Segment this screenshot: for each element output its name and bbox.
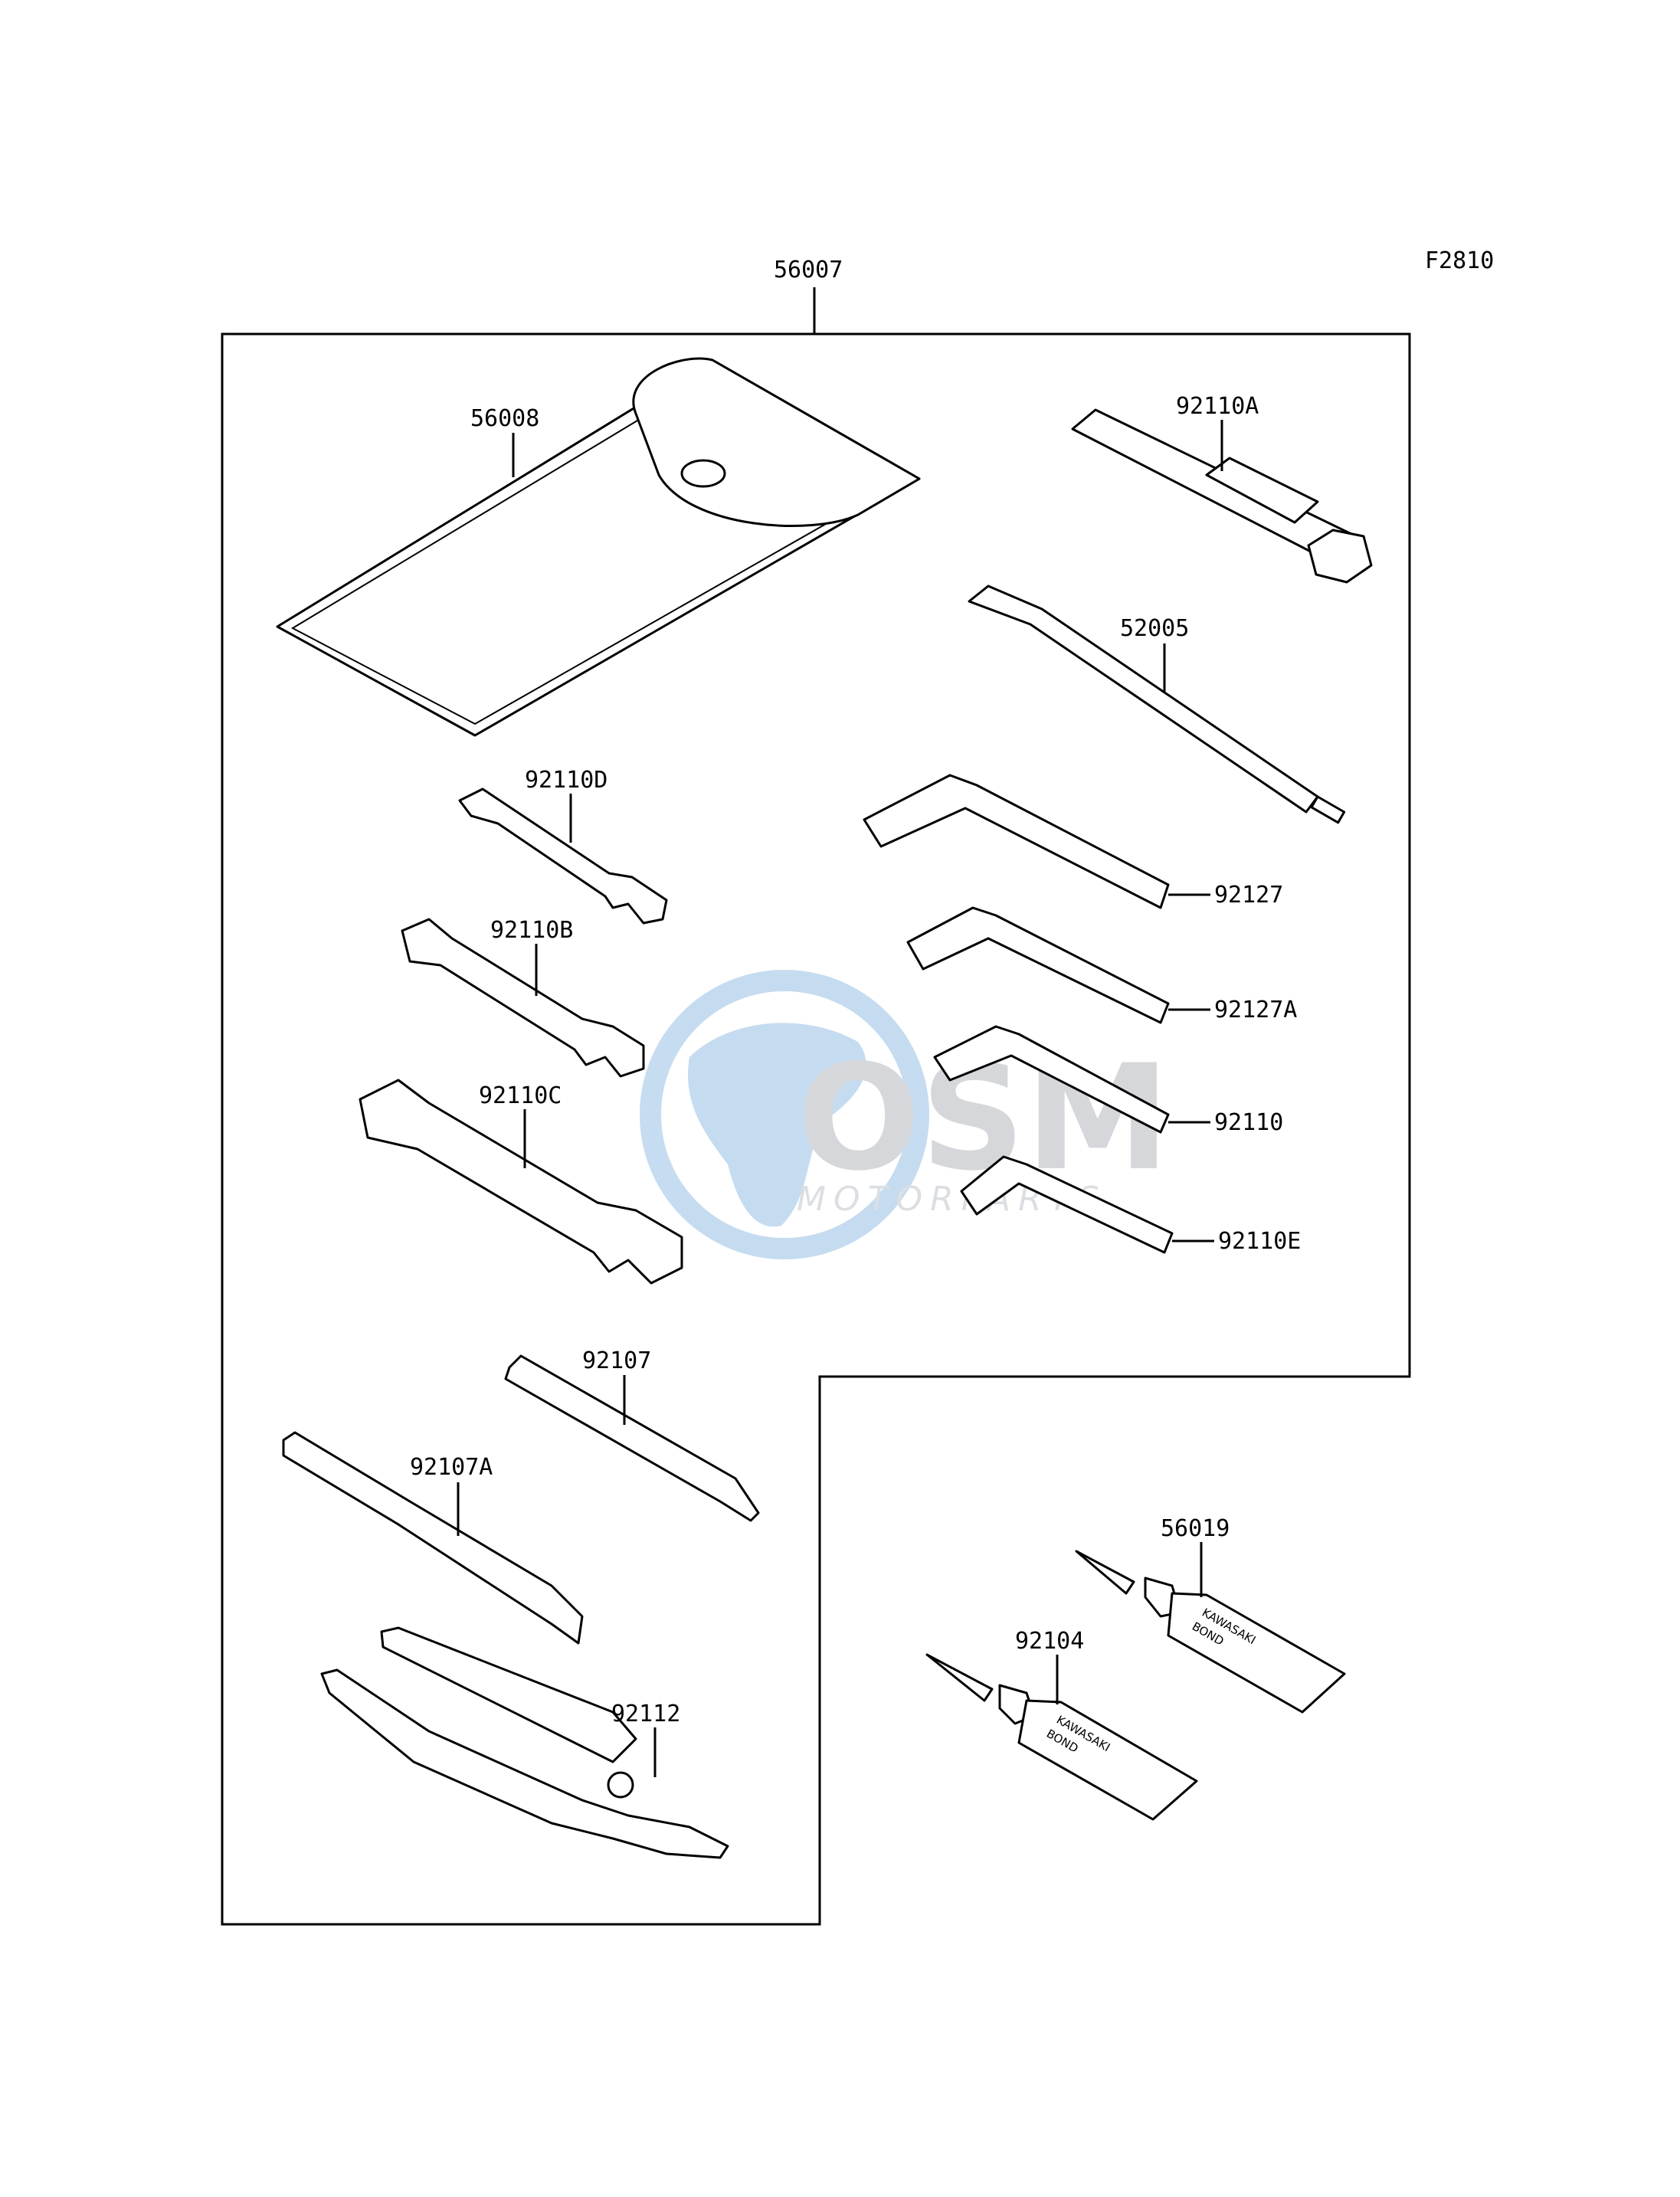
label-56008: 56008 xyxy=(470,405,539,432)
label-92127: 92127 xyxy=(1214,882,1283,909)
label-92104: 92104 xyxy=(1015,1628,1084,1655)
bond-tube-92104: KAWASAKI BOND 92104 xyxy=(925,1628,1198,1821)
label-92112: 92112 xyxy=(611,1701,680,1727)
screwdriver-92107A: 92107A xyxy=(282,1431,584,1645)
wrench-92110B: 92110B xyxy=(401,917,645,1078)
wrench-92110C: 92110C xyxy=(359,1079,683,1285)
wrench-92110D: 92110D xyxy=(458,767,668,925)
globe-ring xyxy=(640,970,929,1259)
globe-continents xyxy=(688,1023,866,1227)
tool-case-56008: 56008 xyxy=(276,357,921,737)
hex-key-92110E: 92110E xyxy=(960,1155,1301,1255)
case-snap xyxy=(680,459,726,488)
hex-key-92110: 92110 xyxy=(933,1025,1283,1136)
extension-52005: 52005 xyxy=(968,584,1346,824)
label-92110B: 92110B xyxy=(490,917,573,944)
label-92107: 92107 xyxy=(582,1347,651,1374)
figure-code: F2810 xyxy=(1425,247,1494,274)
label-52005: 52005 xyxy=(1120,615,1189,642)
label-92107A: 92107A xyxy=(410,1454,493,1481)
plug-wrench-92110A: 92110A xyxy=(1071,393,1373,584)
label-92127A: 92127A xyxy=(1214,997,1297,1023)
label-92110: 92110 xyxy=(1214,1109,1283,1136)
case-body xyxy=(276,359,921,737)
label-92110A: 92110A xyxy=(1176,393,1259,420)
label-92110C: 92110C xyxy=(479,1082,562,1109)
hex-key-92127A: 92127A xyxy=(906,906,1297,1024)
hex-key-92127: 92127 xyxy=(863,774,1283,909)
label-92110D: 92110D xyxy=(525,767,607,794)
pliers-92112: 92112 xyxy=(320,1626,729,1859)
screwdriver-92107: 92107 xyxy=(504,1347,760,1522)
label-56007: 56007 xyxy=(774,257,843,283)
label-56019: 56019 xyxy=(1161,1515,1230,1542)
bond-tube-56019: KAWASAKI BOND 56019 xyxy=(1075,1515,1346,1714)
kit-outline xyxy=(221,332,1411,1926)
label-92110E: 92110E xyxy=(1218,1228,1301,1255)
